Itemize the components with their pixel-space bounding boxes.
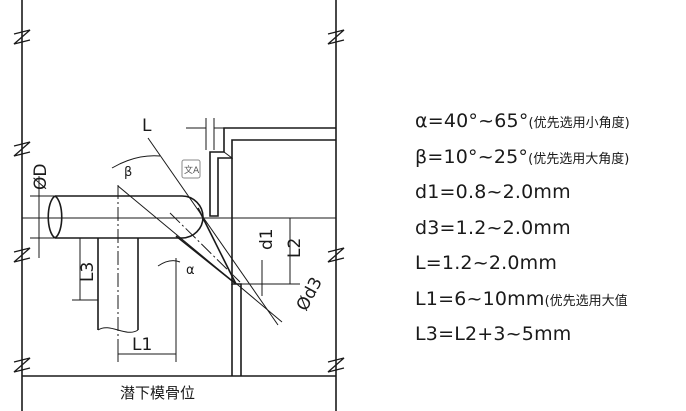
dim-label-l1: L1 xyxy=(132,335,152,355)
formula-alpha-note: (优先选用小角度) xyxy=(528,116,630,131)
dim-label-l: L xyxy=(142,116,152,136)
angle-label-beta: β xyxy=(124,165,132,180)
angle-arc-beta xyxy=(111,155,161,169)
formula-alpha-text: α=40°~65° xyxy=(415,110,529,132)
formula-l: L=1.2~2.0mm xyxy=(415,246,683,282)
formula-beta-note: (优先选用大角度) xyxy=(528,151,630,167)
dim-label-phi-d3: Ød3 xyxy=(293,274,327,314)
formula-alpha: α=40°~65°(优先选用小角度) xyxy=(415,104,683,140)
dimension-d1-l2: d1 L2 xyxy=(236,217,305,296)
runner xyxy=(47,195,204,239)
dim-label-phi-d: ØD xyxy=(31,164,51,190)
angle-arc-alpha xyxy=(157,260,181,267)
dim-label-d1: d1 xyxy=(257,228,277,250)
mold-outline xyxy=(13,0,345,411)
dimension-l1: L1 xyxy=(117,258,177,362)
formula-panel: α=40°~65°(优先选用小角度) β=10°~25°(优先选用大角度) d1… xyxy=(415,104,683,353)
ejector-pin xyxy=(97,185,139,345)
dim-label-l2: L2 xyxy=(285,238,305,258)
formula-beta-text: β=10°~25° xyxy=(415,145,529,168)
formula-l1-text: L1=6~10mm xyxy=(415,287,545,310)
formula-beta: β=10°~25°(优先选用大角度) xyxy=(415,140,683,176)
formula-d3: d3=1.2~2.0mm xyxy=(415,211,683,247)
translate-icon-text: 文A xyxy=(184,164,200,176)
diagram-caption: 潜下模骨位 xyxy=(120,384,195,402)
angle-label-alpha: α xyxy=(186,263,195,278)
dimension-l: L xyxy=(142,116,234,150)
formula-l-text: L=1.2~2.0mm xyxy=(415,252,558,274)
formula-l3-text: L3=L2+3~5mm xyxy=(415,323,572,345)
product-wall xyxy=(209,127,336,376)
dim-label-l3: L3 xyxy=(78,262,98,282)
formula-d1: d1=0.8~2.0mm xyxy=(415,175,683,211)
formula-l1: L1=6~10mm(优先选用大值 xyxy=(415,282,683,318)
formula-l1-note: (优先选用大值 xyxy=(544,293,628,309)
translate-icon[interactable]: 文A xyxy=(181,159,201,179)
formula-l3: L3=L2+3~5mm xyxy=(415,317,683,353)
dimension-phi-d: ØD xyxy=(30,164,55,258)
formula-d1-text: d1=0.8~2.0mm xyxy=(415,181,571,203)
dimension-l3: L3 xyxy=(72,237,98,301)
formula-d3-text: d3=1.2~2.0mm xyxy=(415,216,571,239)
